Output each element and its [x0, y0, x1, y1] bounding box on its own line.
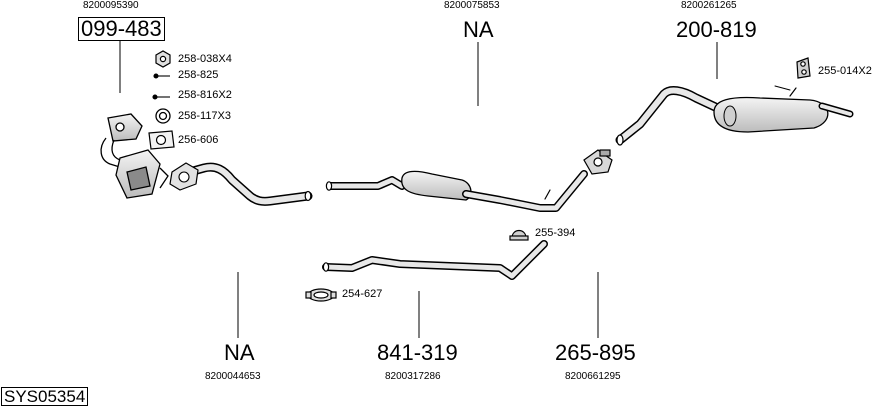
- pipe-clamp-icon: [583, 149, 613, 175]
- part-number-middle-pipe: 265-895: [555, 340, 636, 365]
- bolt-icon: [153, 73, 170, 79]
- accessory-label-stud: 258-816X2: [178, 89, 232, 101]
- rubber-mount-icon: [796, 57, 811, 79]
- accessory-label-ring: 258-117X3: [178, 110, 232, 122]
- ring-icon: [155, 108, 171, 124]
- part-number-catalyst: 099-483: [78, 17, 165, 41]
- accessory-label-nut: 258-038X4: [178, 53, 232, 65]
- clamp-icon: [305, 288, 337, 302]
- oem-rear-silencer: 8200261265: [681, 0, 737, 11]
- gasket-icon: [148, 130, 175, 150]
- part-number-intermediate-pipe: 841-319: [377, 340, 458, 365]
- oem-intermediate-pipe: 8200317286: [385, 371, 441, 382]
- front-pipe-drawing: [169, 162, 313, 206]
- part-number-rear-silencer: 200-819: [676, 17, 757, 42]
- oem-catalyst: 8200095390: [83, 0, 139, 11]
- stud-icon: [152, 94, 170, 100]
- intermediate-pipe-drawing: [322, 240, 548, 280]
- rear-silencer-drawing: [615, 85, 854, 146]
- catalyst-drawing: [100, 113, 169, 199]
- accessory-label-clamp: 254-627: [342, 288, 383, 300]
- centre-silencer-drawing: [325, 170, 588, 212]
- accessory-label-rubber-mount-rear: 255-014X2: [818, 65, 872, 77]
- system-code: SYS05354: [1, 387, 89, 406]
- oem-front-pipe: 8200044653: [205, 371, 261, 382]
- oem-centre-silencer: 8200075853: [444, 0, 500, 11]
- accessory-label-rubber-mount-mid: 255-394: [535, 227, 576, 239]
- part-number-front-pipe: NA: [224, 340, 255, 365]
- nut-icon: [155, 50, 171, 68]
- accessory-label-gasket: 256-606: [178, 134, 219, 146]
- oem-middle-pipe: 8200661295: [565, 371, 621, 382]
- leader-lines: [119, 40, 718, 338]
- accessory-label-bolt: 258-825: [178, 69, 219, 81]
- rubber-mount-icon-mid: [509, 229, 529, 241]
- part-number-centre-silencer: NA: [463, 17, 494, 42]
